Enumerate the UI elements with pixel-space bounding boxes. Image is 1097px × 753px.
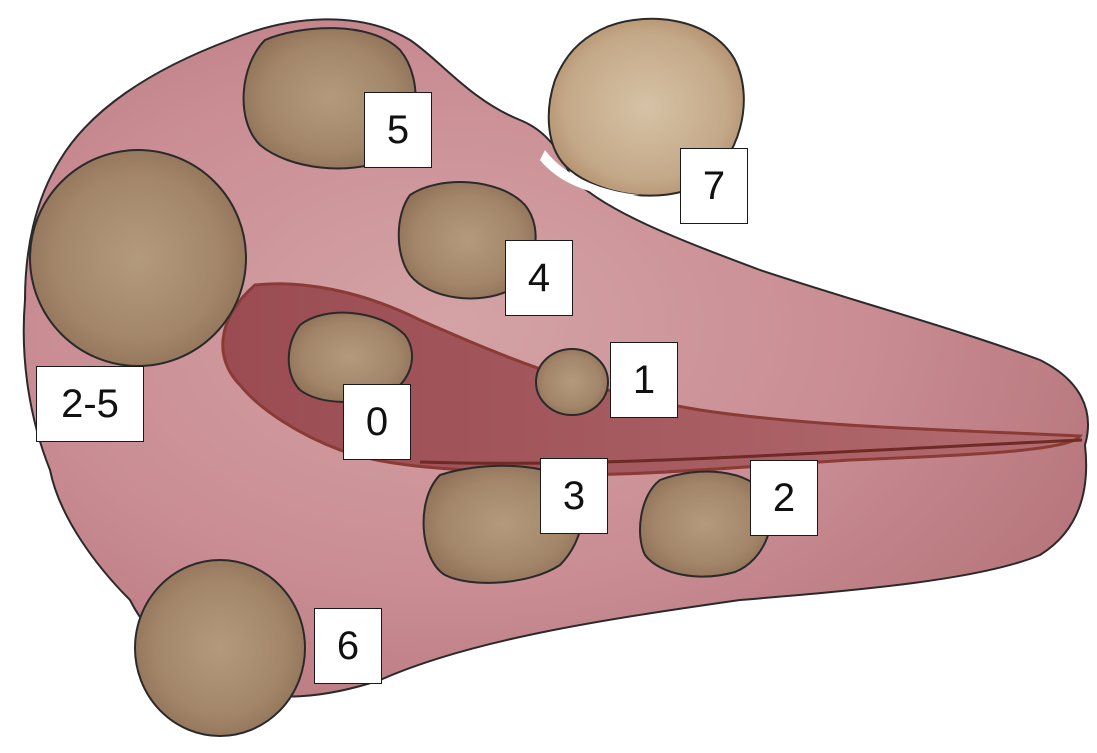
nodule-6 (135, 560, 305, 736)
label-6: 6 (314, 608, 382, 684)
label-7: 7 (680, 148, 748, 224)
label-0: 0 (343, 384, 411, 460)
nodule-1 (536, 349, 608, 415)
label-1: 1 (610, 342, 678, 418)
label-5: 5 (364, 92, 432, 168)
label-2: 2 (750, 460, 818, 536)
label-3: 3 (540, 458, 608, 534)
label-4: 4 (505, 240, 573, 316)
nodule-2-5 (30, 150, 246, 366)
label-2-5: 2-5 (36, 366, 144, 442)
